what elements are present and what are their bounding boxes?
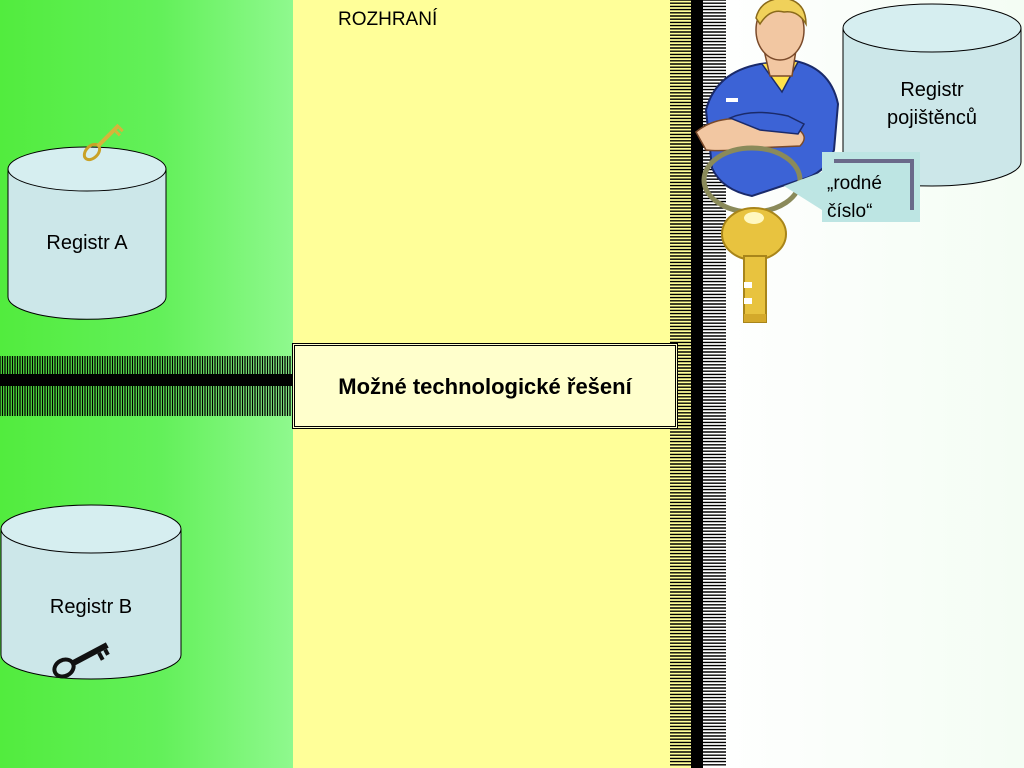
rodne-cislo-callout [784,152,920,222]
registr-pojistencu-label: Registr pojištěnců [886,79,978,129]
person-icon [695,0,840,198]
solution-box[interactable]: Možné technologické řešení [292,343,678,429]
registr-pojistencu-cylinder[interactable] [842,3,1022,187]
registr-a-cylinder[interactable] [7,146,167,320]
black-key-icon [52,642,110,679]
registr-b-label: Registr B [49,596,133,618]
horizontal-barrier [0,356,294,416]
registr-b-cylinder[interactable] [0,504,182,680]
registr-a-label: Registr A [46,232,128,254]
interface-label: ROZHRANÍ [338,9,438,30]
gold-key-icon [82,123,124,162]
large-gold-key-icon [721,207,787,323]
vertical-barrier-icon [670,0,726,768]
callout-text: „rodné číslo“ [827,173,882,222]
solution-title: Možné technologické řešení [338,373,632,399]
